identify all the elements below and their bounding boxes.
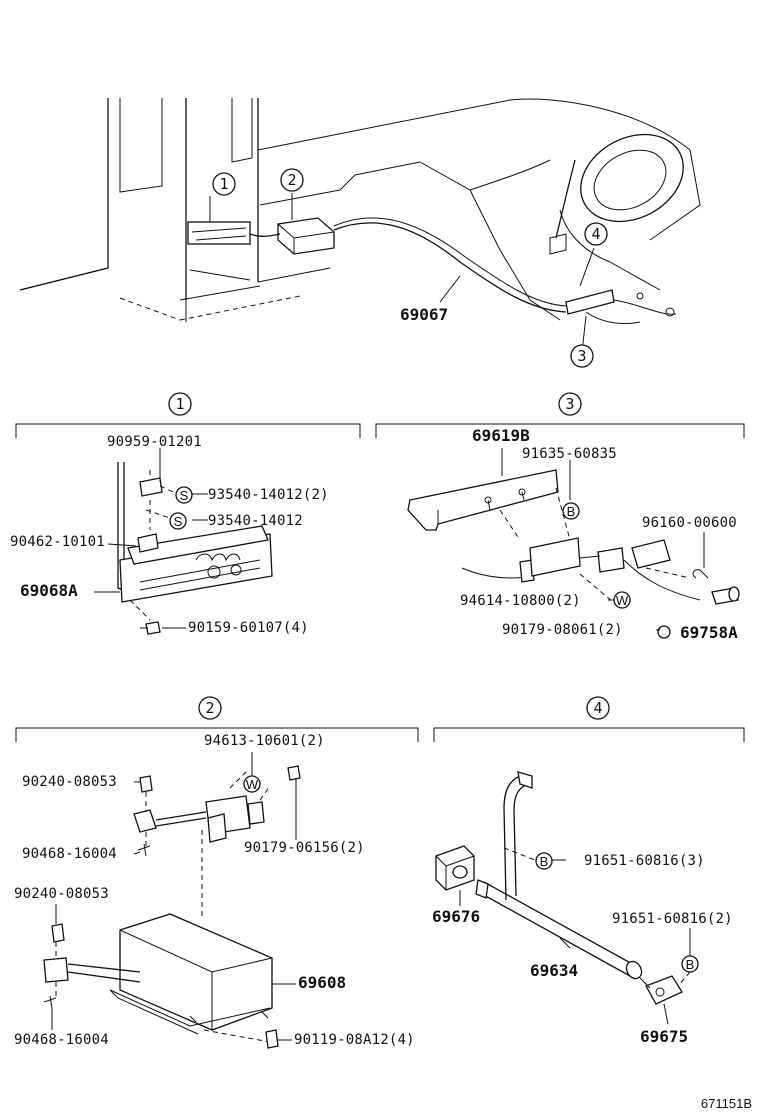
w-marker: W bbox=[246, 777, 259, 792]
section-label: 1 bbox=[175, 395, 184, 413]
part-94614-10800: 94614-10800(2) bbox=[460, 593, 581, 609]
section-2: 2 W bbox=[15, 696, 419, 1049]
part-91651-60816-3: 91651-60816(3) bbox=[584, 853, 705, 869]
callout-label: 1 bbox=[219, 175, 228, 193]
b-marker-1: B bbox=[540, 854, 549, 869]
part-69619B: 69619B bbox=[472, 426, 530, 445]
section-4: 4 B B bbox=[433, 696, 745, 1025]
b-marker: B bbox=[567, 504, 576, 519]
part-91651-60816-2: 91651-60816(2) bbox=[612, 911, 733, 927]
part-93540-14012-2: 93540-14012(2) bbox=[208, 487, 329, 503]
callout-label: 4 bbox=[591, 225, 600, 243]
overview-callout-1: 1 bbox=[212, 172, 236, 196]
section-label: 4 bbox=[593, 699, 602, 717]
part-69608: 69608 bbox=[298, 973, 346, 992]
part-90240-08053-a: 90240-08053 bbox=[22, 774, 117, 790]
part-90179-08061: 90179-08061(2) bbox=[502, 622, 623, 638]
callout-label: 2 bbox=[287, 171, 296, 189]
part-96160-00600: 96160-00600 bbox=[642, 515, 737, 531]
part-69676: 69676 bbox=[432, 907, 480, 926]
part-90179-06156: 90179-06156(2) bbox=[244, 840, 365, 856]
callout-label: 3 bbox=[577, 347, 586, 365]
w-marker: W bbox=[616, 593, 629, 608]
part-69758A: 69758A bbox=[680, 623, 738, 642]
figure-reference: 671151B bbox=[701, 1096, 752, 1111]
part-90462-10101: 90462-10101 bbox=[10, 534, 105, 550]
part-90468-16004-a: 90468-16004 bbox=[22, 846, 117, 862]
part-69634: 69634 bbox=[530, 961, 578, 980]
part-94613-10601: 94613-10601(2) bbox=[204, 733, 325, 749]
part-93540-14012: 93540-14012 bbox=[208, 513, 303, 529]
part-91635-60835: 91635-60835 bbox=[522, 446, 617, 462]
overview-callout-4: 4 bbox=[584, 222, 608, 246]
section-1: 1 S S bbox=[15, 392, 361, 635]
part-90959-01201: 90959-01201 bbox=[107, 434, 202, 450]
part-69067: 69067 bbox=[400, 305, 448, 324]
part-90159-60107: 90159-60107(4) bbox=[188, 620, 309, 636]
part-90240-08053-b: 90240-08053 bbox=[14, 886, 109, 902]
section-3: 3 B W bbox=[375, 392, 745, 639]
overview-callout-2: 2 bbox=[280, 168, 304, 192]
overview-callout-3: 3 bbox=[570, 344, 594, 368]
part-69675: 69675 bbox=[640, 1027, 688, 1046]
section-label: 2 bbox=[205, 699, 214, 717]
part-90468-16004-b: 90468-16004 bbox=[14, 1032, 109, 1048]
section-label: 3 bbox=[565, 395, 574, 413]
overview-illustration bbox=[19, 98, 701, 353]
s-marker-1: S bbox=[180, 488, 189, 503]
b-marker-2: B bbox=[686, 957, 695, 972]
s-marker-2: S bbox=[174, 514, 183, 529]
part-69068A: 69068A bbox=[20, 581, 78, 600]
part-90119-08A12: 90119-08A12(4) bbox=[294, 1032, 415, 1048]
